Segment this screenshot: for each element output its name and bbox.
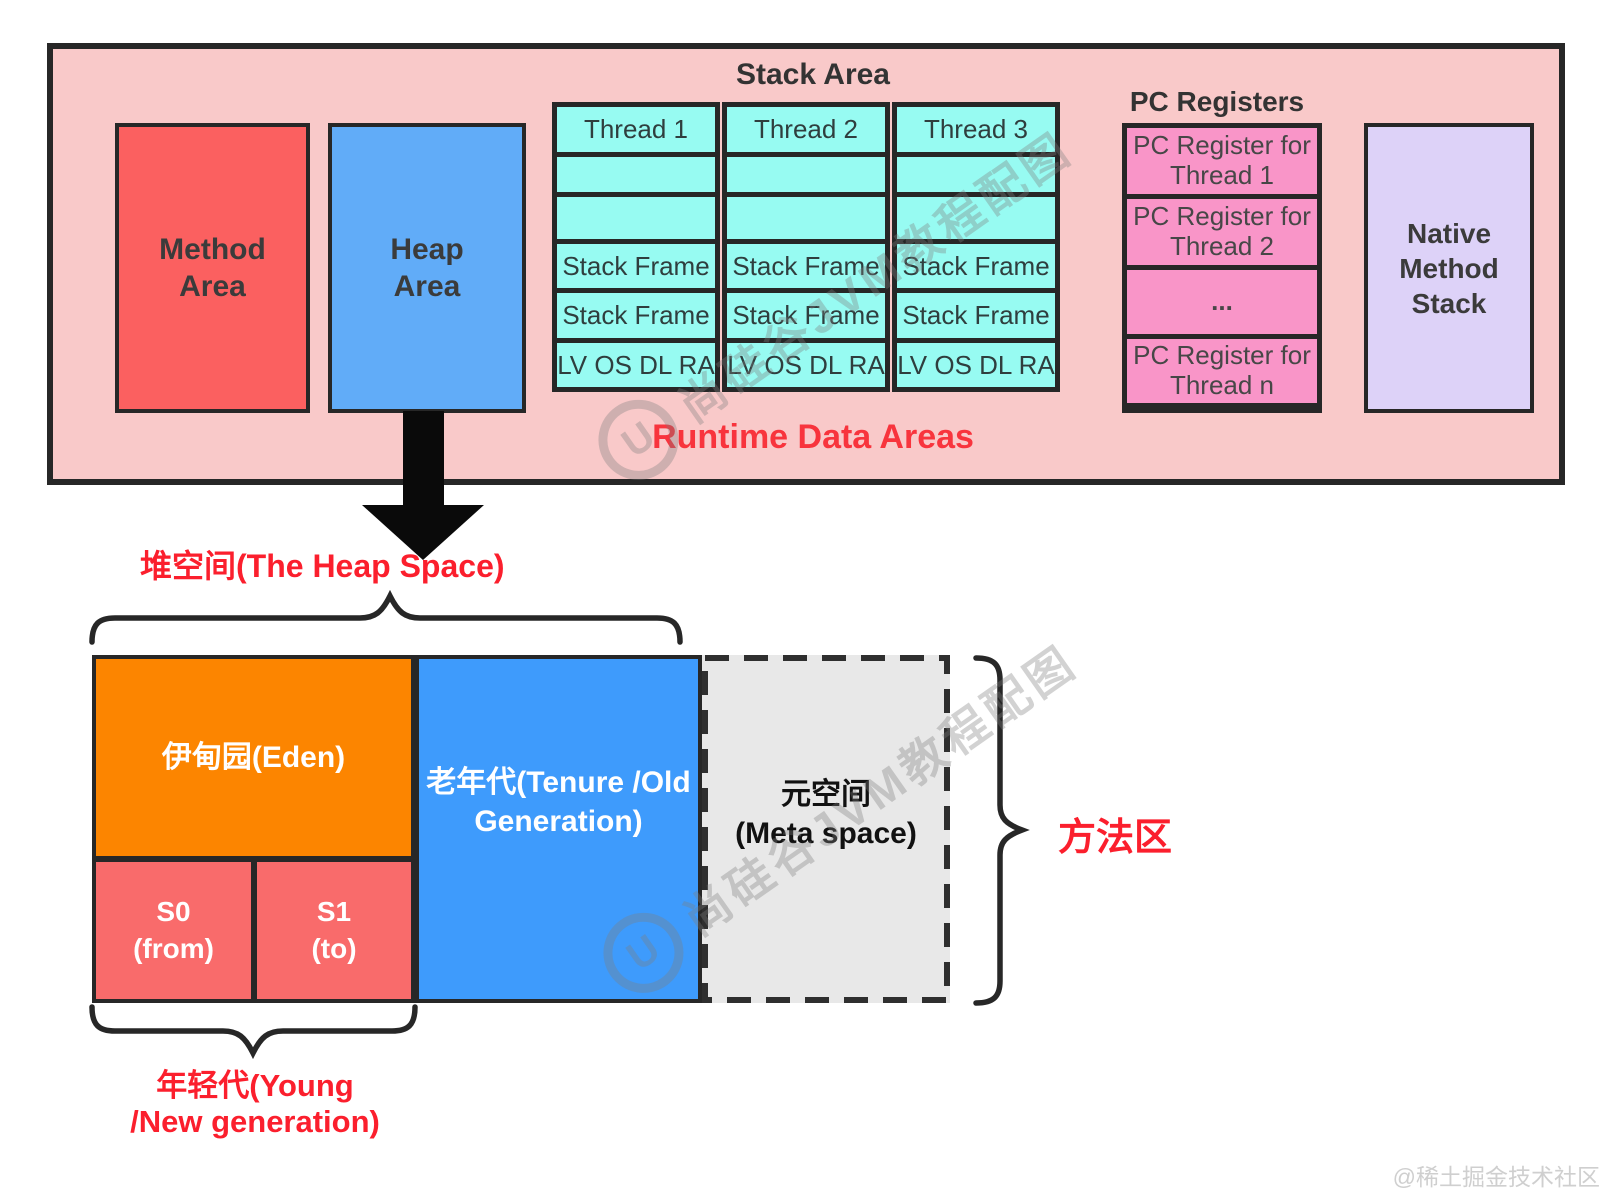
pc-register-ellipsis-cell: ... xyxy=(1127,270,1317,334)
eden-label: 伊甸园(Eden) xyxy=(161,741,346,774)
pc-register-cell: PC Register for Thread 1 xyxy=(1127,128,1317,194)
meta-space-label: 元空间 (Meta space) xyxy=(735,778,917,850)
meta-space-box: 元空间 (Meta space) xyxy=(702,655,950,1003)
pc-registers-column: PC Register for Thread 1 PC Register for… xyxy=(1122,123,1322,413)
pc-registers-title: PC Registers xyxy=(1129,86,1305,117)
lv-os-dl-ra-cell: LV OS DL RA xyxy=(897,343,1055,387)
survivor1-box: S1 (to) xyxy=(253,858,415,1003)
thread-header: Thread 2 xyxy=(727,107,885,152)
young-gen-brace xyxy=(89,1004,418,1060)
runtime-data-areas-caption: Runtime Data Areas xyxy=(652,418,974,456)
stack-cell xyxy=(727,157,885,192)
method-area-box: Method Area xyxy=(115,123,310,413)
stack-frame-cell: Stack Frame xyxy=(727,293,885,338)
native-method-stack-box: Native Method Stack xyxy=(1364,123,1534,413)
survivor0-label: S0 (from) xyxy=(133,896,214,964)
method-area-label: Method Area xyxy=(159,232,266,304)
survivor1-label: S1 (to) xyxy=(311,896,357,964)
lv-os-dl-ra-cell: LV OS DL RA xyxy=(727,343,885,387)
native-method-stack-label: Native Method Stack xyxy=(1399,217,1499,319)
site-credit-watermark: @稀土掘金技术社区 xyxy=(1392,1164,1600,1190)
heap-area-box: Heap Area xyxy=(328,123,526,413)
heap-space-brace xyxy=(89,590,683,645)
old-generation-box: 老年代(Tenure /Old Generation) xyxy=(415,655,702,1003)
stack-column-thread1: Thread 1 Stack Frame Stack Frame LV OS D… xyxy=(552,102,720,392)
stack-cell xyxy=(897,197,1055,239)
down-arrow-head-icon xyxy=(362,505,484,560)
stack-cell xyxy=(557,157,715,192)
stack-frame-cell: Stack Frame xyxy=(557,244,715,288)
stack-cell xyxy=(897,157,1055,192)
stack-frame-cell: Stack Frame xyxy=(897,244,1055,288)
stack-column-thread3: Thread 3 Stack Frame Stack Frame LV OS D… xyxy=(892,102,1060,392)
survivor0-box: S0 (from) xyxy=(92,858,255,1003)
pc-register-cell: PC Register for Thread 2 xyxy=(1127,199,1317,265)
eden-box: 伊甸园(Eden) xyxy=(92,655,415,860)
young-generation-label: 年轻代(Young /New generation) xyxy=(130,1068,380,1139)
old-generation-label: 老年代(Tenure /Old Generation) xyxy=(426,765,691,838)
stack-frame-cell: Stack Frame xyxy=(557,293,715,338)
pc-register-cell: PC Register for Thread n xyxy=(1127,339,1317,403)
thread-header: Thread 1 xyxy=(557,107,715,152)
thread-header: Thread 3 xyxy=(897,107,1055,152)
meta-space-dashed-border xyxy=(702,655,950,1003)
stack-area-title: Stack Area xyxy=(736,58,890,91)
stack-cell xyxy=(727,197,885,239)
method-area-brace xyxy=(973,655,1030,1006)
heap-area-label: Heap Area xyxy=(390,232,464,304)
stack-frame-cell: Stack Frame xyxy=(727,244,885,288)
stack-frame-cell: Stack Frame xyxy=(897,293,1055,338)
stack-column-thread2: Thread 2 Stack Frame Stack Frame LV OS D… xyxy=(722,102,890,392)
lv-os-dl-ra-cell: LV OS DL RA xyxy=(557,343,715,387)
down-arrow-icon xyxy=(403,411,444,507)
method-area-brace-label: 方法区 xyxy=(1058,817,1173,859)
stack-cell xyxy=(557,197,715,239)
heap-space-label: 堆空间(The Heap Space) xyxy=(140,548,505,584)
